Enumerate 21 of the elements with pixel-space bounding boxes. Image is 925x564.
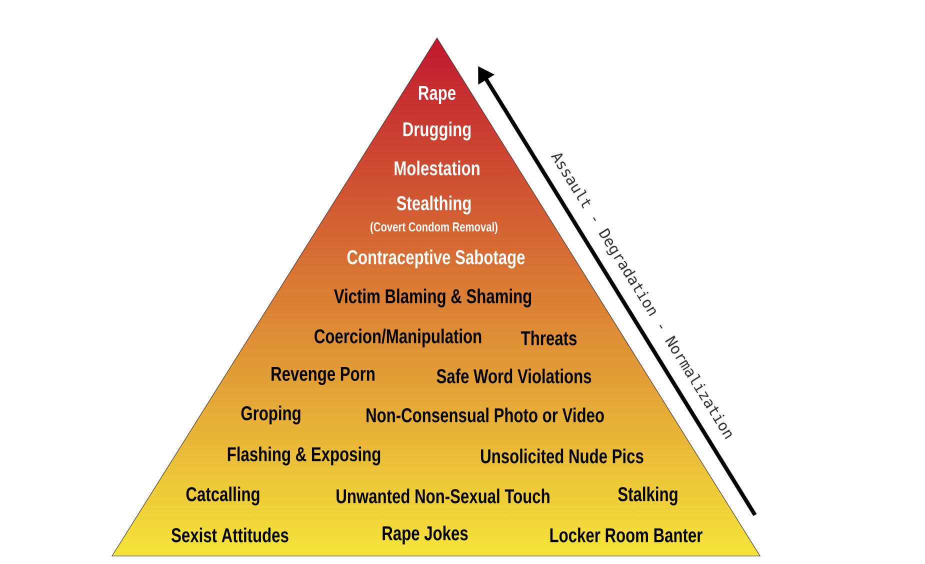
- pyramid-level-text: Stealthing: [396, 196, 471, 214]
- pyramid-level-text: Sexist Attitudes: [172, 528, 288, 542]
- pyramid-level-text: Stalking: [618, 486, 678, 506]
- pyramid-level-text: Coercion/Manipulation: [314, 328, 482, 348]
- pyramid-level-text: Safe Word Violations: [436, 368, 592, 384]
- pyramid-level-text: Non-Consensual Photo or Video: [366, 408, 604, 422]
- pyramid-level-text: Locker Room Banter: [550, 528, 702, 542]
- pyramid-level-text: (Covert Condom Removal): [370, 222, 498, 234]
- pyramid-level-text: Catcalling: [186, 486, 260, 506]
- pyramid-level-text: Groping: [241, 406, 300, 424]
- pyramid-level-text: Rape: [418, 86, 456, 104]
- pyramid-level-text: Flashing & Exposing: [228, 446, 380, 466]
- pyramid-level-text: Unsolicited Nude Pics: [481, 448, 644, 464]
- pyramid-level-text: Molestation: [394, 160, 480, 176]
- pyramid-level-text: Victim Blaming & Shaming: [334, 288, 532, 308]
- pyramid-level-text: Threats: [521, 330, 577, 346]
- pyramid-level-text: Rape Jokes: [382, 526, 468, 544]
- pyramid-level-text: Unwanted Non-Sexual Touch: [336, 488, 550, 504]
- pyramid-level-text: Contraceptive Sabotage: [347, 250, 525, 268]
- pyramid-level-text: Drugging: [403, 122, 471, 140]
- pyramid-level-text: Revenge Porn: [272, 367, 374, 385]
